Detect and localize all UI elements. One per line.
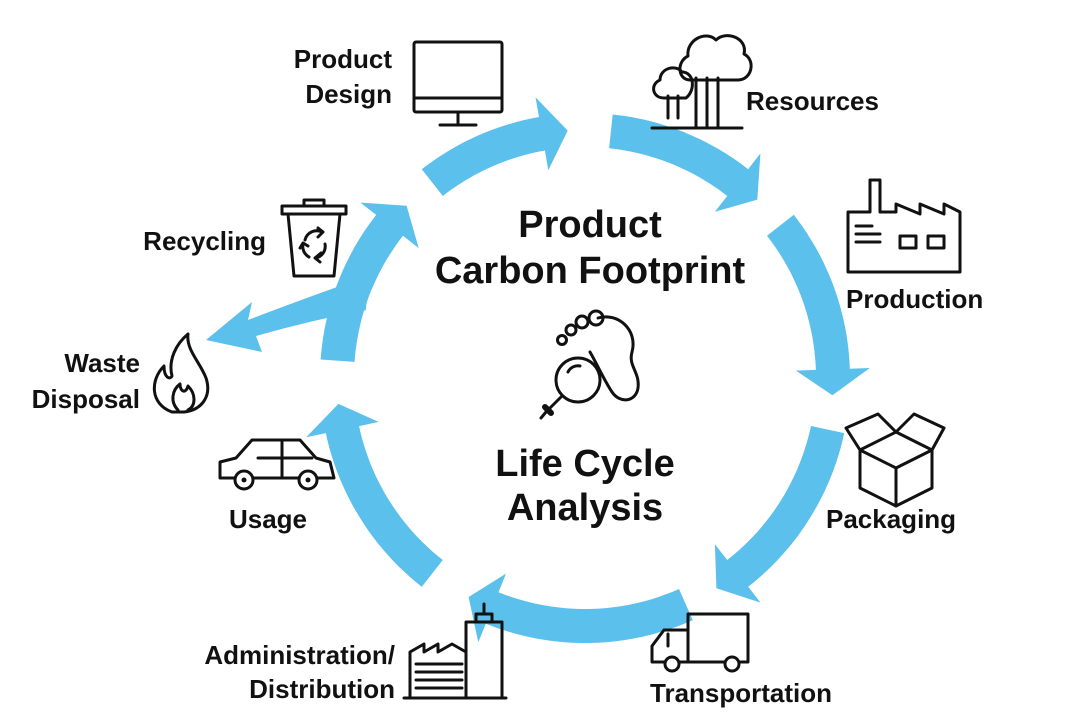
recycle-bin-icon (280, 198, 348, 278)
truck-icon (650, 612, 750, 673)
arrow-design-to-resources (421, 97, 568, 196)
transportation-label: Transportation (650, 678, 832, 708)
arrow-administration-to-usage (306, 403, 443, 587)
recycling-label: Recycling (143, 226, 266, 256)
production-label: Production (846, 284, 983, 314)
resources-label: Resources (746, 86, 879, 116)
usage-label: Usage (229, 504, 307, 534)
administration-label-line2: Distribution (249, 674, 395, 704)
car-icon (218, 438, 336, 491)
arrow-production-to-packaging (767, 214, 870, 396)
product-design-label-line1: Product (294, 44, 393, 74)
administration-label-line1: Administration/ (204, 640, 395, 670)
arrow-to-waste-disposal (206, 276, 368, 352)
arrow-usage-to-design (320, 202, 419, 362)
arrow-transportation-to-administration (468, 573, 693, 643)
flame-icon (152, 332, 210, 414)
trees-icon (650, 34, 753, 130)
buildings-icon (402, 602, 508, 700)
product-design-label-line2: Design (305, 79, 392, 109)
center-subtitle-line2: Analysis (507, 487, 663, 529)
waste-disposal-label-line2: Disposal (32, 384, 140, 414)
arrow-resources-to-production (609, 114, 761, 212)
arrow-packaging-to-transportation (714, 426, 845, 603)
factory-icon (846, 178, 962, 274)
box-icon (844, 412, 946, 508)
center-title-line1: Product (518, 204, 662, 246)
center-title-line2: Carbon Footprint (435, 250, 746, 292)
footprint-magnifier-icon (539, 309, 640, 420)
cycle-arrows (206, 97, 870, 643)
center-subtitle-line1: Life Cycle (495, 443, 675, 485)
monitor-icon (412, 40, 504, 127)
packaging-label: Packaging (826, 504, 956, 534)
waste-disposal-label-line1: Waste (64, 348, 140, 378)
